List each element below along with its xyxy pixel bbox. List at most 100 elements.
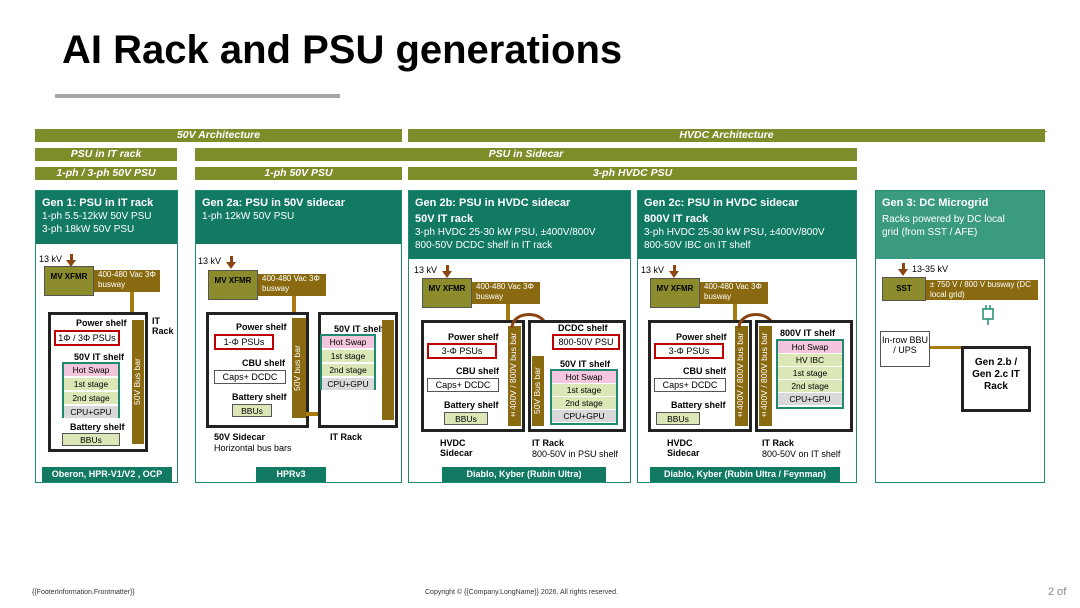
gen2a-line1: 1-ph 12kW 50V PSU [202, 211, 295, 222]
gen1-bus-bar-label: 50V Bus bar [132, 358, 142, 406]
gen2a-caps: Caps+ DCDC [214, 370, 286, 384]
gen2a-footer: HPRv3 [256, 467, 326, 482]
bar-phase-1: 1-ph 50V PSU [195, 167, 402, 180]
gen2c-kv: 13 kV [641, 265, 665, 275]
gen3-busway-label: ± 750 V / 800 V busway (DC local grid) [930, 280, 1031, 299]
gen3-bbu-label: In-row BBU / UPS [881, 335, 928, 355]
gen2a-stage2: 2nd stage [322, 364, 374, 376]
gen2a-title: Gen 2a: PSU in 50V sidecar [202, 197, 346, 209]
gen1-footer: Oberon, HPR-V1/V2 , OCP [42, 467, 172, 482]
gen2b-dcdc-shelf: DCDC shelf [558, 323, 608, 333]
gen2c-busway: 400-480 Vac 3Φ busway [700, 282, 768, 304]
gen2b-line1: 3-ph HVDC 25-30 kW PSU, ±400V/800V [415, 227, 596, 238]
gen3-bbu-box: In-row BBU / UPS [880, 331, 930, 367]
gen2b-sidecar-label: HVDC Sidecar [440, 438, 480, 458]
gen1-arrowhead [66, 260, 76, 267]
gen2b-footer: Diablo, Kyber (Rubin Ultra) [442, 467, 606, 482]
gen3-kv: 13-35 kV [912, 264, 949, 274]
gen2b-lv-bus-bar: 50V Bus bar [532, 356, 544, 426]
gen2c-title: Gen 2c: PSU in HVDC sidecar [644, 197, 799, 209]
gen1-busway-label: 400-480 Vac 3Φ busway [98, 270, 156, 289]
gen2a-busway-label: 400-480 Vac 3Φ busway [262, 274, 320, 293]
gen2c-footer: Diablo, Kyber (Rubin Ultra / Feynman) [650, 467, 840, 482]
gen3-it-rack: Gen 2.b / Gen 2.c IT Rack [961, 346, 1031, 412]
gen2b-cpu-gpu: CPU+GPU [552, 410, 616, 422]
gen2a-link-bar [306, 412, 322, 416]
gen2c-stage1: 1st stage [778, 367, 842, 379]
gen2b-sidecar-text: HVDC Sidecar [440, 438, 473, 458]
gen3-busway: ± 750 V / 800 V busway (DC local grid) [926, 280, 1038, 300]
gen2c-mv-label: MV XFMR [656, 284, 694, 293]
gen1-line1: 1-ph 5.5-12kW 50V PSU [42, 211, 152, 222]
gen2a-power-shelf: Power shelf [236, 322, 287, 332]
gen1-bbus: BBUs [62, 433, 120, 446]
gen2a-mv-label: MV XFMR [214, 276, 252, 285]
gen2b-it-rack-label: IT Rack [532, 438, 565, 448]
gen2b-caps: Caps+ DCDC [427, 378, 499, 392]
gen2b-stage1: 1st stage [552, 384, 616, 396]
gen1-arrow [70, 254, 73, 262]
gen1-stage2: 2nd stage [64, 392, 118, 404]
gen2a-feed-line [292, 296, 296, 312]
gen2a-psus: 1-Φ PSUs [214, 334, 274, 350]
gen2b-hot-swap: Hot Swap [552, 371, 616, 383]
gen2b-hv-bus-bar: ±400V / 800V bus bar [508, 326, 521, 426]
footer-copyright: Copyright © {{Company.LongName}} 2026. A… [425, 589, 618, 596]
gen2b-power-shelf: Power shelf [448, 332, 499, 342]
gen2a-mv-xfmr: MV XFMR [208, 270, 258, 300]
gen1-it-shelf: 50V IT shelf [74, 352, 125, 362]
gen1-mv-label: MV XFMR [50, 272, 88, 281]
gen2c-sidecar-label: HVDC Sidecar [667, 438, 707, 458]
gen2b-mv-label: MV XFMR [428, 284, 466, 293]
footer-page: 2 of [1048, 586, 1067, 598]
gen3-sst: SST [882, 277, 926, 301]
gen2c-cbu-shelf: CBU shelf [683, 366, 727, 376]
bar-50v-architecture: 50V Architecture [35, 129, 402, 142]
gen1-title: Gen 1: PSU in IT rack [42, 197, 154, 209]
gen2c-cpu-gpu: CPU+GPU [778, 393, 842, 405]
gen2a-cpu-gpu: CPU+GPU [322, 378, 374, 390]
gen2c-sidecar-text: HVDC Sidecar [667, 438, 700, 458]
gen2b-dcdc-psu: 800-50V PSU [552, 334, 620, 350]
page-title: AI Rack and PSU generations [62, 28, 623, 72]
gen2c-mv-xfmr: MV XFMR [650, 278, 700, 308]
gen2b-lv-bus-label: 50V Bus bar [532, 367, 542, 415]
gen3-sst-label: SST [896, 284, 912, 293]
gen2c-it-bus-label: ±400V / 800V bus bar [759, 332, 769, 420]
footer-left: {{FooterInformation.Frontmatter}} [32, 589, 135, 596]
gen2a-cbu-shelf: CBU shelf [242, 358, 286, 368]
gen2c-busway-label: 400-480 Vac 3Φ busway [704, 282, 762, 301]
gen2c-stage2: 2nd stage [778, 380, 842, 392]
gen2a-busway: 400-480 Vac 3Φ busway [258, 274, 326, 296]
gen2b-line2: 800-50V DCDC shelf in IT rack [415, 240, 553, 251]
gen2a-arrowhead [226, 262, 236, 269]
gen1-header: Gen 1: PSU in IT rack 1-ph 5.5-12kW 50V … [36, 191, 177, 244]
gen1-mv-xfmr: MV XFMR [44, 266, 94, 296]
gen2a-sidecar-sub: Horizontal bus bars [214, 443, 292, 453]
gen3-line2: grid (from SST / AFE) [882, 227, 978, 238]
gen2b-stage2: 2nd stage [552, 397, 616, 409]
gen2c-feed-line [733, 304, 737, 320]
gen2b-it-shelf-box: Hot Swap 1st stage 2nd stage CPU+GPU [550, 369, 618, 425]
gen1-cpu-gpu: CPU+GPU [64, 406, 118, 418]
gen2a-it-bus-bar [382, 320, 394, 420]
gen2b-battery-shelf: Battery shelf [444, 400, 499, 410]
bar-hvdc-architecture: HVDC Architecture [408, 129, 1045, 142]
title-underline [55, 94, 340, 98]
bar-phase-1-3: 1-ph / 3-ph 50V PSU [35, 167, 177, 180]
gen2a-hot-swap: Hot Swap [322, 336, 374, 348]
gen2b-header: Gen 2b: PSU in HVDC sidecar 50V IT rack … [409, 191, 630, 259]
gen1-busway: 400-480 Vac 3Φ busway [94, 270, 160, 292]
gen2b-mv-xfmr: MV XFMR [422, 278, 472, 308]
gen2c-bbus: BBUs [656, 412, 700, 425]
gen2a-bus-bar-label: 50V bus bar [292, 345, 302, 391]
gen2b-cbu-shelf: CBU shelf [456, 366, 500, 376]
gen2c-subtitle: 800V IT rack [644, 213, 709, 225]
gen1-hot-swap: Hot Swap [64, 364, 118, 376]
gen2b-feed-line [506, 304, 510, 320]
gen2b-it-rack-sub: 800-50V in PSU shelf [532, 449, 619, 459]
gen2b-title: Gen 2b: PSU in HVDC sidecar [415, 197, 571, 209]
gen1-battery-shelf: Battery shelf [70, 422, 125, 432]
gen2a-it-rack-label: IT Rack [330, 432, 363, 442]
gen2b-arrowhead [442, 271, 452, 278]
